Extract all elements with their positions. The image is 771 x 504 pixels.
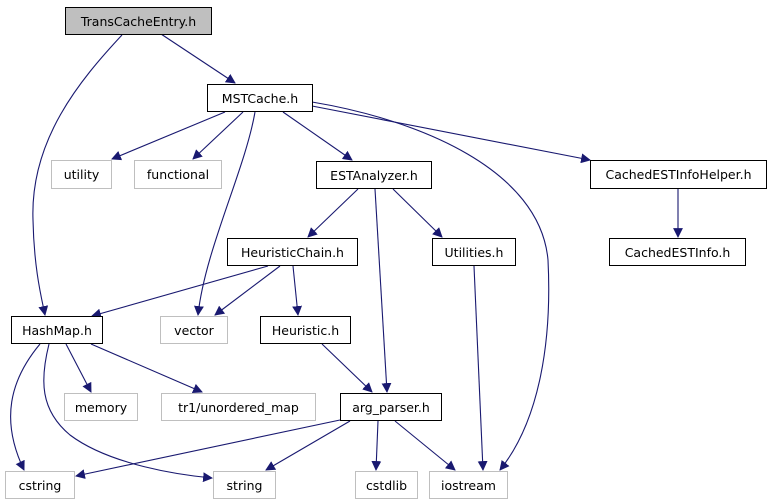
- node-unorderedmap: tr1/unordered_map: [161, 393, 316, 421]
- node-memory: memory: [64, 393, 138, 421]
- edge-heuristicchain-heuristic: [292, 265, 303, 316]
- edge-hashmap-memory: [65, 343, 92, 393]
- node-vector: vector: [160, 316, 228, 344]
- node-utility: utility: [51, 160, 112, 189]
- edge-argparser-cstdlib: [371, 420, 382, 471]
- edge-mstcache-estanalyzer: [282, 111, 353, 161]
- node-hashmap[interactable]: HashMap.h: [11, 316, 103, 344]
- edge-hashmap-unorderedmap: [90, 343, 203, 394]
- node-cstdlib: cstdlib: [355, 471, 418, 499]
- edge-heuristicchain-vector: [214, 265, 281, 316]
- node-mstcache[interactable]: MSTCache.h: [207, 84, 313, 112]
- node-heuristicchain[interactable]: HeuristicChain.h: [227, 238, 358, 266]
- node-transcacheentry[interactable]: TransCacheEntry.h: [65, 7, 212, 35]
- edge-mstcache-iostream: [311, 101, 550, 471]
- node-estanalyzer[interactable]: ESTAnalyzer.h: [316, 161, 432, 189]
- node-cachedestinfohelper[interactable]: CachedESTInfoHelper.h: [590, 160, 767, 189]
- edge-mstcache-functional: [192, 111, 244, 160]
- node-argparser[interactable]: arg_parser.h: [340, 393, 442, 421]
- edge-mstcache-utility: [111, 111, 226, 161]
- node-cachedestinfo[interactable]: CachedESTInfo.h: [609, 238, 746, 266]
- edge-mstcache-cachedestinfohelper: [311, 105, 591, 164]
- edge-estanalyzer-argparser: [374, 188, 392, 393]
- edge-heuristic-argparser: [321, 343, 373, 393]
- edge-heuristicchain-hashmap: [91, 265, 269, 319]
- edge-estanalyzer-heuristicchain: [307, 188, 359, 238]
- edge-argparser-cstring: [75, 419, 341, 479]
- edge-hashmap-string: [43, 343, 213, 483]
- node-iostream: iostream: [429, 471, 508, 499]
- edge-estanalyzer-utilities: [392, 188, 443, 238]
- node-cstring: cstring: [5, 471, 75, 499]
- node-string: string: [213, 471, 276, 499]
- edge-mstcache-vector: [194, 111, 256, 316]
- edge-transcacheentry-hashmap: [32, 34, 123, 316]
- edge-transcacheentry-mstcache: [160, 33, 236, 84]
- edge-hashmap-cstring: [10, 343, 41, 471]
- edge-argparser-string: [265, 420, 351, 471]
- node-utilities[interactable]: Utilities.h: [432, 238, 516, 266]
- edge-utilities-iostream: [473, 265, 488, 471]
- edge-argparser-iostream: [394, 420, 456, 471]
- node-functional: functional: [134, 160, 222, 189]
- node-heuristic[interactable]: Heuristic.h: [260, 316, 351, 344]
